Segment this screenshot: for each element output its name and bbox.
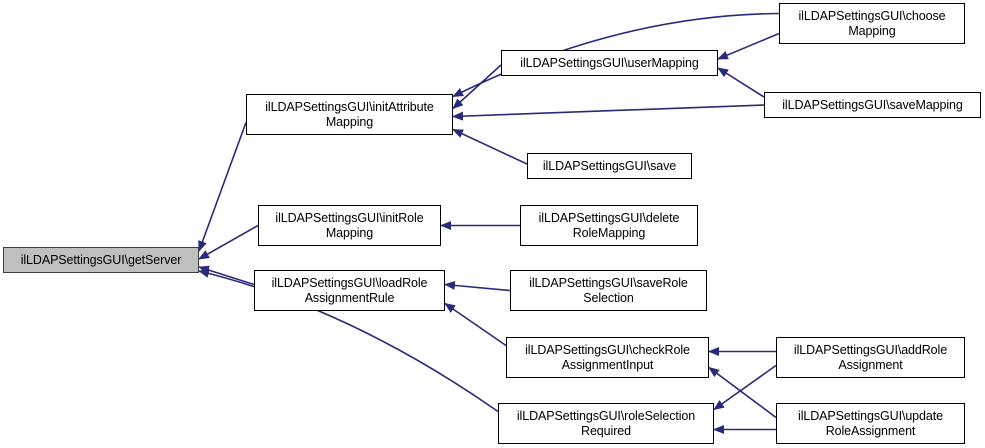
graph-node-initAttributeMapping[interactable]: ilLDAPSettingsGUI\initAttribute Mapping — [246, 94, 453, 135]
graph-node-addRoleAssignment[interactable]: ilLDAPSettingsGUI\addRole Assignment — [776, 337, 965, 378]
graph-edge-saveMapping-to-initAttributeMapping — [452, 104, 765, 121]
graph-node-label: ilLDAPSettingsGUI\initAttribute Mapping — [265, 99, 434, 129]
graph-edge-chooseMapping-to-userMapping — [717, 32, 780, 60]
graph-node-label: ilLDAPSettingsGUI\saveMapping — [782, 97, 963, 112]
graph-node-label: ilLDAPSettingsGUI\initRole Mapping — [275, 210, 424, 240]
graph-node-updateRoleAssignment[interactable]: ilLDAPSettingsGUI\update RoleAssignment — [776, 403, 965, 444]
graph-node-label: ilLDAPSettingsGUI\choose Mapping — [798, 8, 946, 38]
graph-node-label: ilLDAPSettingsGUI\update RoleAssignment — [798, 408, 943, 438]
graph-node-userMapping[interactable]: ilLDAPSettingsGUI\userMapping — [501, 50, 718, 76]
graph-edge-initRoleMapping-to-getServer — [198, 224, 259, 260]
graph-node-label: ilLDAPSettingsGUI\addRole Assignment — [793, 342, 948, 372]
graph-edge-addRoleAssignment-to-roleSelectionRequired — [713, 364, 777, 411]
graph-node-save[interactable]: ilLDAPSettingsGUI\save — [527, 153, 692, 179]
graph-node-label: ilLDAPSettingsGUI\roleSelection Required — [516, 408, 696, 438]
graph-node-roleSelectionRequired[interactable]: ilLDAPSettingsGUI\roleSelection Required — [498, 403, 714, 444]
graph-node-saveMapping[interactable]: ilLDAPSettingsGUI\saveMapping — [764, 92, 981, 118]
graph-edge-loadRoleAssignmentRule-to-getServer — [198, 265, 255, 286]
graph-edge-saveRoleSelection-to-loadRoleAssignmentRule — [444, 280, 511, 292]
graph-node-loadRoleAssignmentRule[interactable]: ilLDAPSettingsGUI\loadRole AssignmentRul… — [254, 270, 445, 311]
graph-edge-updateRoleAssignment-to-checkRoleAssignmentInput — [708, 366, 777, 419]
graph-node-label: ilLDAPSettingsGUI\getServer — [20, 252, 182, 267]
graph-edge-checkRoleAssignmentInput-to-loadRoleAssignmentRule — [444, 302, 507, 347]
graph-edge-initAttributeMapping-to-getServer — [198, 122, 247, 252]
graph-node-label: ilLDAPSettingsGUI\checkRole AssignmentIn… — [525, 342, 690, 372]
graph-node-checkRoleAssignmentInput[interactable]: ilLDAPSettingsGUI\checkRole AssignmentIn… — [506, 337, 709, 378]
graph-node-saveRoleSelection[interactable]: ilLDAPSettingsGUI\saveRole Selection — [510, 270, 707, 311]
graph-node-label: ilLDAPSettingsGUI\userMapping — [520, 55, 699, 70]
graph-edge-userMapping-to-initAttributeMapping — [452, 64, 502, 110]
graph-node-label: ilLDAPSettingsGUI\delete RoleMapping — [538, 210, 680, 240]
graph-node-initRoleMapping[interactable]: ilLDAPSettingsGUI\initRole Mapping — [258, 205, 441, 246]
graph-node-deleteRoleMapping[interactable]: ilLDAPSettingsGUI\delete RoleMapping — [520, 205, 698, 246]
graph-node-label: ilLDAPSettingsGUI\saveRole Selection — [529, 275, 688, 305]
graph-node-chooseMapping[interactable]: ilLDAPSettingsGUI\choose Mapping — [779, 3, 965, 44]
graph-edge-saveMapping-to-userMapping — [717, 67, 765, 98]
graph-edge-save-to-initAttributeMapping — [452, 128, 528, 165]
graph-node-label: ilLDAPSettingsGUI\save — [542, 158, 677, 173]
graph-node-label: ilLDAPSettingsGUI\loadRole AssignmentRul… — [271, 275, 428, 305]
graph-node-getServer[interactable]: ilLDAPSettingsGUI\getServer — [3, 247, 199, 273]
